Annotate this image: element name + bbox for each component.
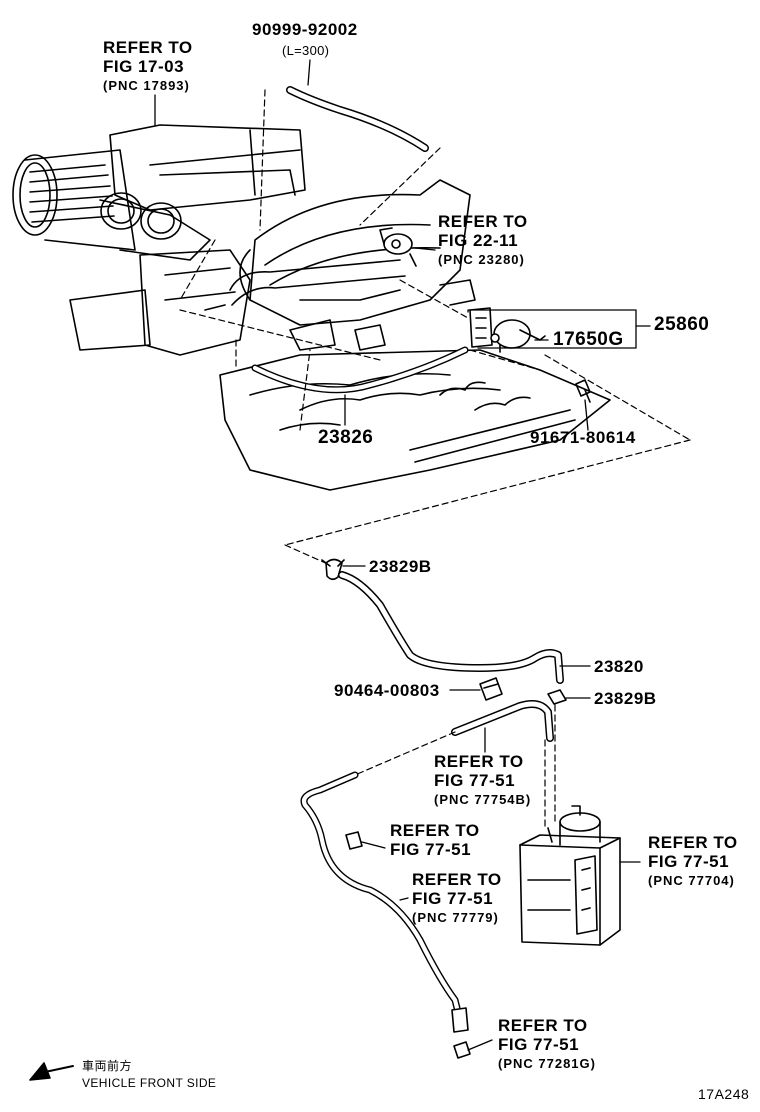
ref-pnc: (PNC 77281G) — [498, 1056, 596, 1071]
ref-line2: FIG 17-03 — [103, 57, 185, 76]
ref-pnc: (PNC 17893) — [103, 78, 190, 93]
part-number: 90999-92002 — [252, 20, 358, 39]
ref-pnc: (PNC 77704) — [648, 873, 735, 888]
vsv-valve-drawing — [379, 227, 417, 267]
ref-line2: FIG 77-51 — [498, 1035, 580, 1054]
long-hose-77779-drawing — [300, 771, 469, 1033]
leader-lines — [154, 59, 651, 1051]
part-23829b-top[interactable]: 23829B — [369, 557, 432, 576]
clip-small-drawing — [345, 831, 363, 850]
part-90999-92002-note: (L=300) — [282, 43, 330, 58]
ref-pnc: (PNC 23280) — [438, 252, 525, 267]
part-91671-80614[interactable]: 91671-80614 — [530, 428, 636, 447]
engine-illustration — [12, 124, 611, 491]
vehicle-front-label: VEHICLE FRONT SIDE — [82, 1076, 217, 1090]
ref-line1: REFER TO — [648, 833, 738, 852]
engine-dashed-boundary — [179, 89, 691, 546]
vehicle-front-arrow — [29, 1062, 74, 1081]
ref-line1: REFER TO — [390, 821, 480, 840]
part-90999-92002[interactable]: 90999-92002 — [252, 20, 358, 39]
ref-fig-77-51-c[interactable]: REFER TO FIG 77-51 (PNC 77779) — [412, 870, 502, 927]
part-90464-00803[interactable]: 90464-00803 — [334, 681, 440, 700]
part-23820[interactable]: 23820 — [594, 657, 644, 676]
part-25860[interactable]: 25860 — [654, 314, 710, 335]
hose-90999-92002-drawing — [286, 86, 429, 152]
ref-line1: REFER TO — [434, 752, 524, 771]
vsv-17650g-drawing — [469, 307, 546, 353]
ref-line2: FIG 77-51 — [648, 852, 730, 871]
clip-90464-00803-drawing — [479, 677, 503, 701]
vehicle-front-jp-label: 車両前方 — [82, 1059, 133, 1073]
lower-dashed-lines — [284, 544, 556, 831]
clamp-bottom-drawing — [453, 1041, 471, 1059]
ref-line1: REFER TO — [412, 870, 502, 889]
part-23829b-mid[interactable]: 23829B — [594, 689, 657, 708]
ref-fig-17-03[interactable]: REFER TO FIG 17-03 (PNC 17893) — [103, 38, 193, 95]
ref-pnc: (PNC 77754B) — [434, 792, 532, 807]
ref-line2: FIG 77-51 — [434, 771, 516, 790]
part-17650g[interactable]: 17650G — [553, 329, 624, 350]
ref-line1: REFER TO — [438, 212, 528, 231]
ref-fig-22-11[interactable]: REFER TO FIG 22-11 (PNC 23280) — [438, 212, 528, 269]
ref-fig-77-51-b[interactable]: REFER TO FIG 77-51 — [390, 821, 480, 859]
ref-line1: REFER TO — [498, 1016, 588, 1035]
hose-23820-drawing — [338, 571, 564, 684]
ref-line1: REFER TO — [103, 38, 193, 57]
clamp-23829b-mid-drawing — [547, 689, 567, 705]
hose-77754b-drawing — [451, 700, 554, 742]
ref-fig-77-51-a[interactable]: REFER TO FIG 77-51 (PNC 77754B) — [434, 752, 531, 809]
charcoal-canister-drawing — [519, 805, 621, 946]
ref-fig-77-51-d[interactable]: REFER TO FIG 77-51 (PNC 77704) — [648, 833, 738, 890]
ref-line2: FIG 77-51 — [390, 840, 472, 859]
figure-code: 17A248 — [698, 1086, 750, 1102]
ref-fig-77-51-e[interactable]: REFER TO FIG 77-51 (PNC 77281G) — [498, 1016, 596, 1073]
ref-line2: FIG 22-11 — [438, 231, 519, 250]
part-23826[interactable]: 23826 — [318, 427, 374, 448]
ref-line2: FIG 77-51 — [412, 889, 494, 908]
bolt-91671-80614-drawing — [575, 379, 591, 403]
ref-pnc: (PNC 77779) — [412, 910, 499, 925]
